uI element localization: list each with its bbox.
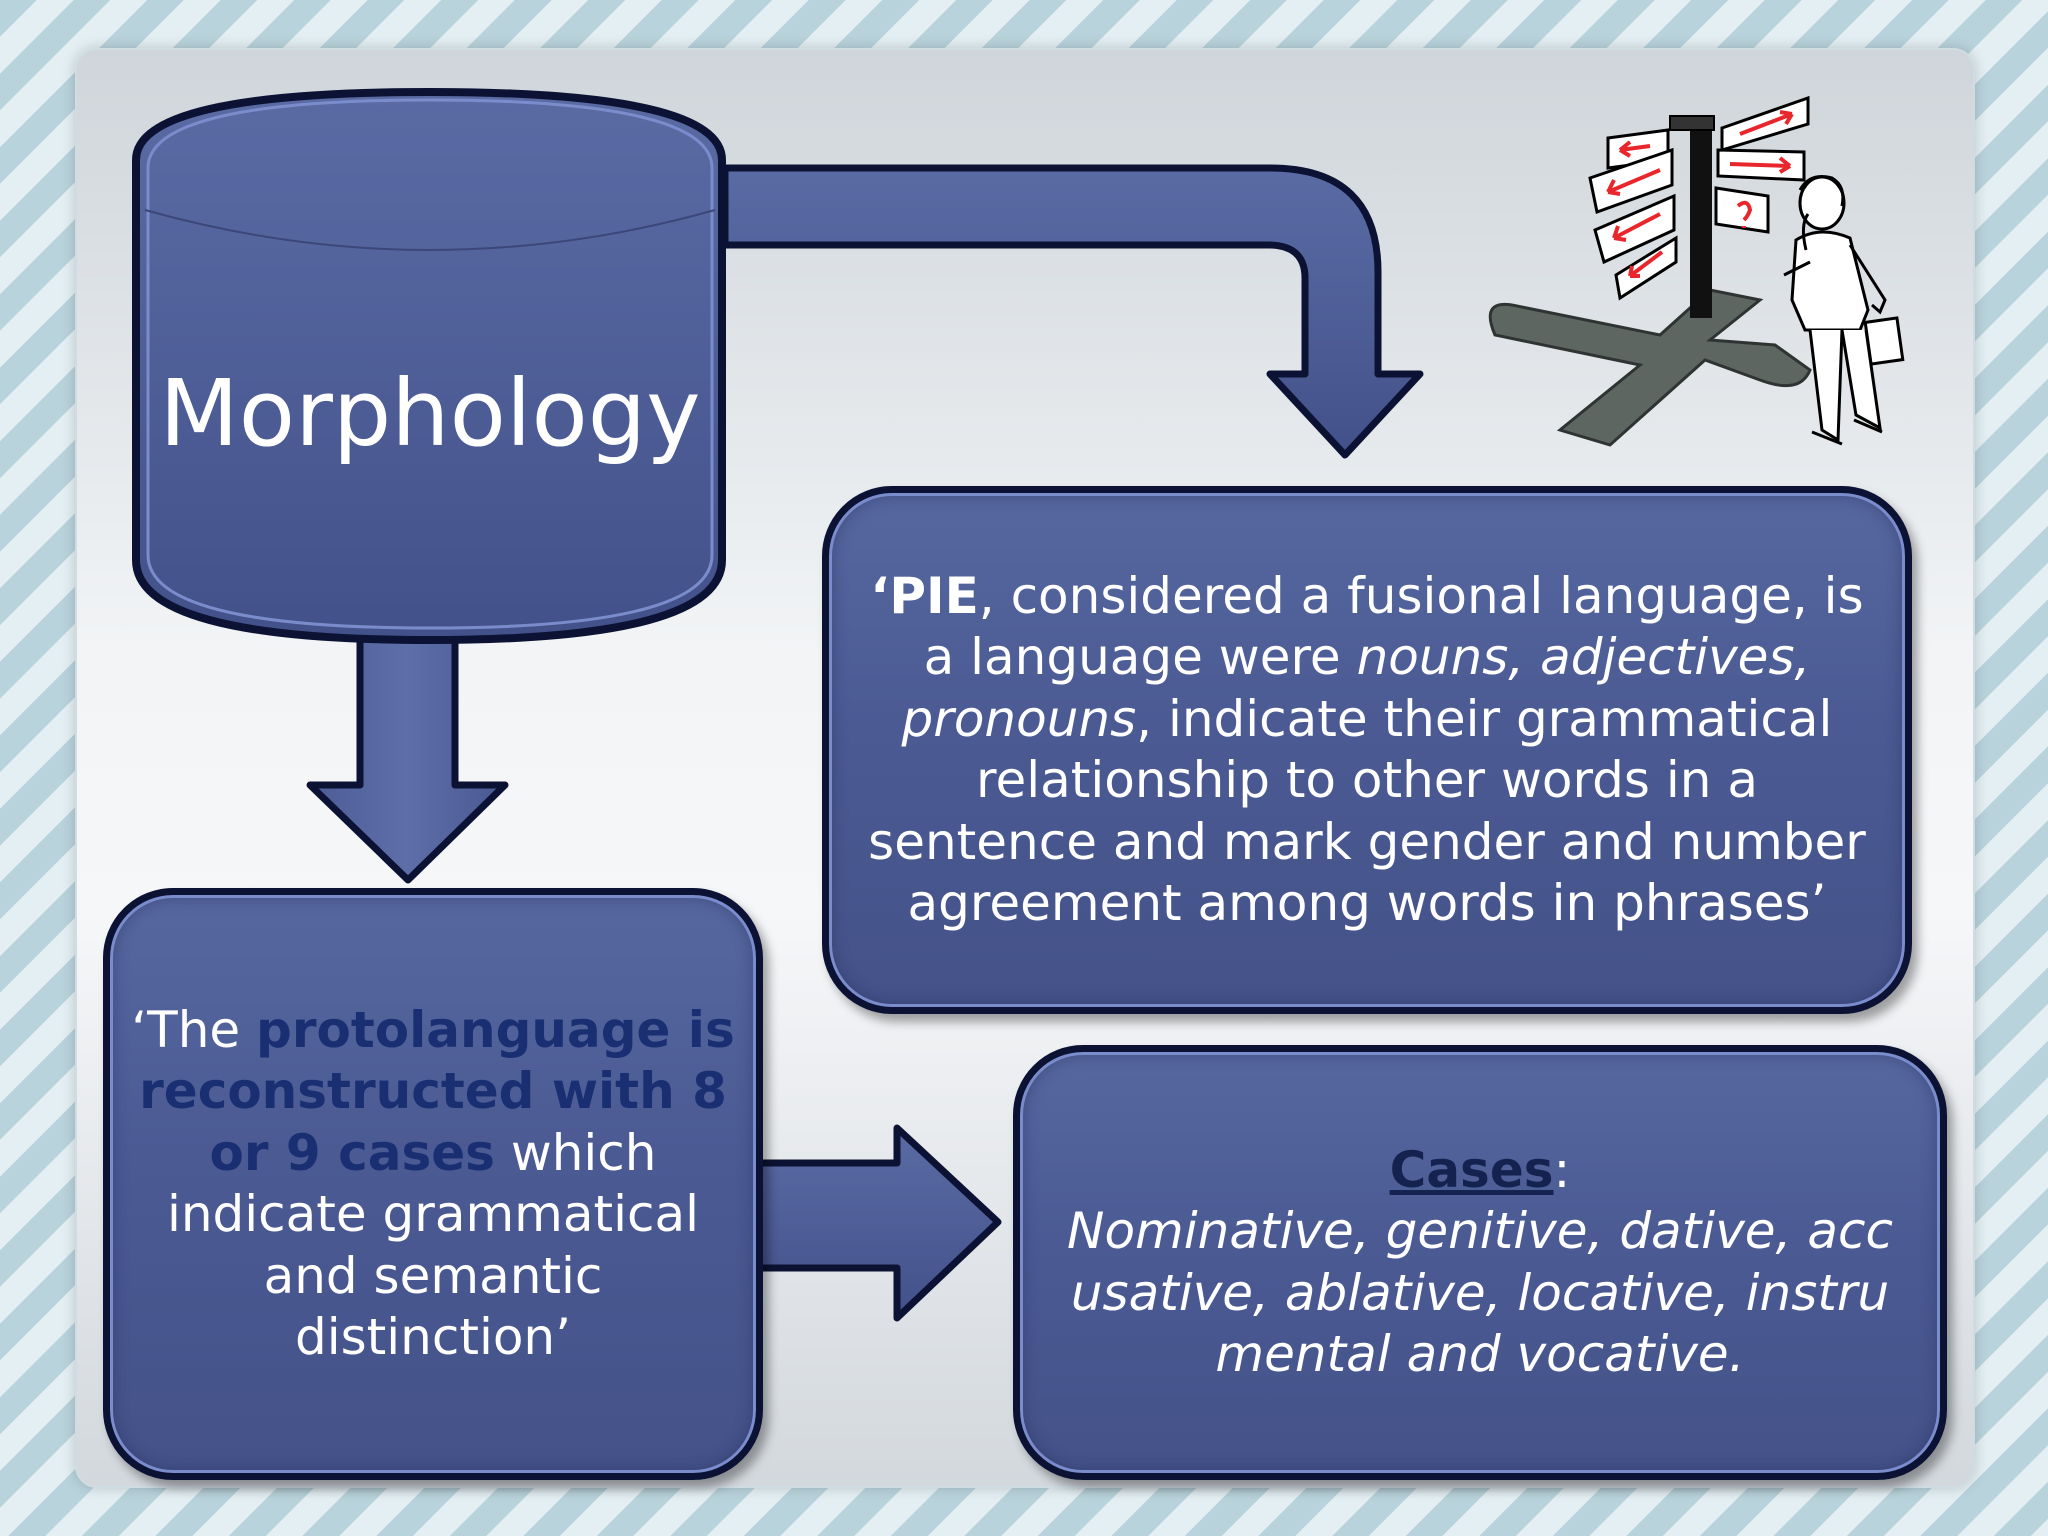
proto-open: ‘The xyxy=(131,1000,257,1059)
pie-text-part1: , considered a fusional language, is a l… xyxy=(923,566,1864,687)
protolanguage-box: ‘The protolanguage is reconstructed with… xyxy=(103,888,763,1480)
cases-colon: : xyxy=(1553,1140,1571,1199)
proto-rest: which indicate grammatical and semantic … xyxy=(166,1123,700,1367)
cases-text: Cases:Nominative, genitive, dative, accu… xyxy=(1020,1140,1940,1386)
cases-heading: Cases xyxy=(1389,1140,1554,1199)
morphology-cylinder xyxy=(132,87,726,645)
pie-definition-box: ‘PIE, considered a fusional language, is… xyxy=(822,486,1912,1014)
proto-bold: protolanguage is reconstructed with 8 or… xyxy=(139,1000,735,1182)
curved-arrow-to-pie xyxy=(721,164,1424,459)
pie-text-part2: , indicate their grammatical relationshi… xyxy=(868,689,1866,933)
right-arrow-to-cases xyxy=(754,1124,1002,1322)
pie-definition-text: ‘PIE, considered a fusional language, is… xyxy=(829,566,1905,935)
protolanguage-text: ‘The protolanguage is reconstructed with… xyxy=(110,1000,756,1369)
signpost-man-clipart xyxy=(1488,95,1905,447)
cases-box: Cases:Nominative, genitive, dative, accu… xyxy=(1013,1045,1947,1480)
morphology-label: Morphology xyxy=(159,360,701,467)
sign-arrows xyxy=(1606,110,1794,278)
cases-list: Nominative, genitive, dative, accusative… xyxy=(1067,1202,1893,1383)
down-arrow-to-proto xyxy=(306,626,509,884)
road-shadow xyxy=(1488,288,1812,447)
pie-open-quote: ‘PIE xyxy=(870,566,979,625)
pie-text-italic: nouns, adjectives, pronouns xyxy=(901,628,1811,748)
man-figure xyxy=(1783,175,1905,446)
